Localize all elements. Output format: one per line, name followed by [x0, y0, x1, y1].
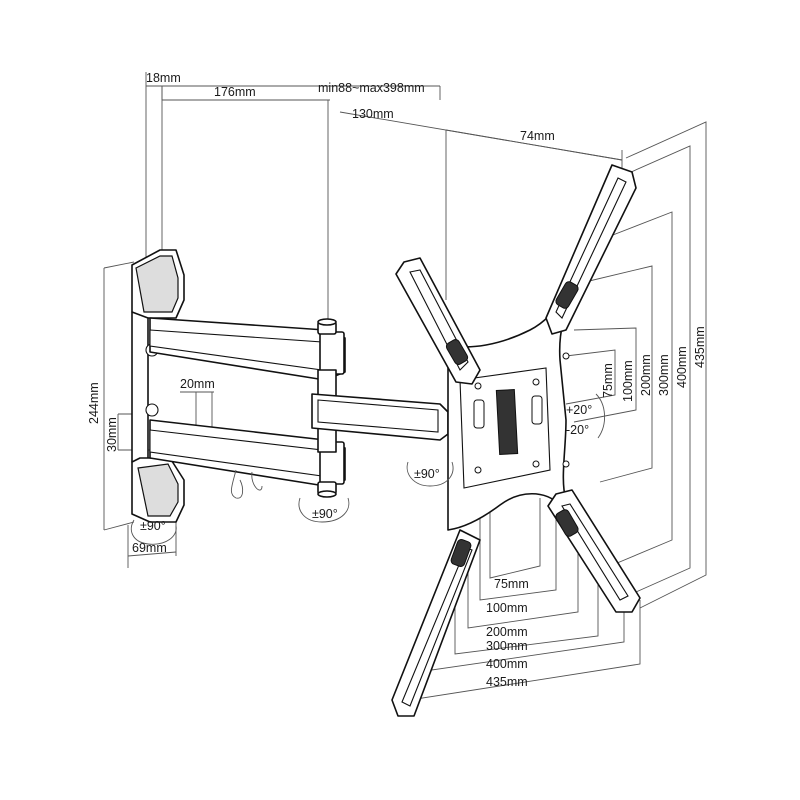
dim-range: min88~max398mm	[318, 81, 425, 95]
rotation-arrows	[130, 393, 605, 545]
dim-h100: 100mm	[486, 601, 528, 615]
dim-69: 69mm	[132, 541, 167, 555]
dim-v100: 100mm	[621, 360, 635, 402]
dim-v400: 400mm	[675, 346, 689, 388]
vertical-dimension-frames	[565, 121, 707, 609]
dim-h400: 400mm	[486, 657, 528, 671]
dim-176: 176mm	[214, 85, 256, 99]
dim-h200: 200mm	[486, 625, 528, 639]
dim-30: 30mm	[105, 417, 119, 452]
dim-v300: 300mm	[657, 354, 671, 396]
dim-v435: 435mm	[693, 326, 707, 368]
dim-20: 20mm	[180, 377, 215, 391]
top-dimension-lines	[145, 72, 623, 322]
dim-74: 74mm	[520, 129, 555, 143]
rot-arm: ±90°	[312, 507, 338, 521]
dim-v200: 200mm	[639, 354, 653, 396]
rot-head: ±90°	[414, 467, 440, 481]
dim-244: 244mm	[87, 382, 101, 424]
dim-130: 130mm	[352, 107, 394, 121]
articulating-arms	[149, 317, 449, 499]
vesa-plate	[447, 294, 573, 531]
dim-h300: 300mm	[486, 639, 528, 653]
rot-tilt-down: -20°	[566, 423, 589, 437]
dim-18: 18mm	[146, 71, 181, 85]
dimension-labels: 18mm 176mm min88~max398mm 130mm 74mm 20m…	[87, 71, 707, 689]
rot-tilt-up: +20°	[566, 403, 592, 417]
rot-wall: ±90°	[140, 519, 166, 533]
bracket-arms	[391, 164, 641, 717]
dim-h75: 75mm	[494, 577, 529, 591]
dim-v75: 75mm	[601, 363, 615, 398]
dim-h435: 435mm	[486, 675, 528, 689]
wall-plate	[131, 249, 185, 523]
